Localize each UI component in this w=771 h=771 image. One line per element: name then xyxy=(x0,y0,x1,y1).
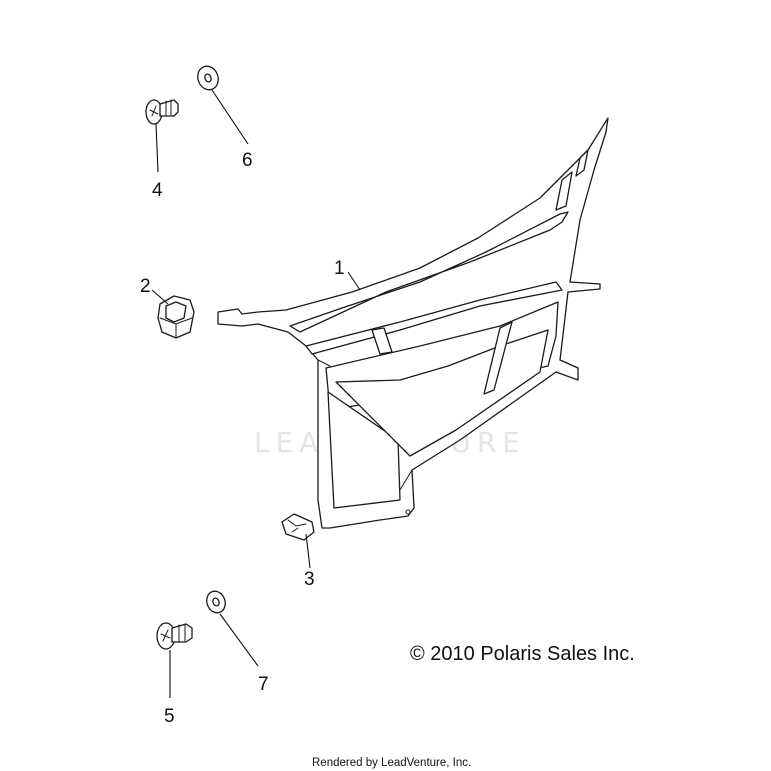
callout-3: 3 xyxy=(304,569,315,590)
rendered-by-credit: Rendered by LeadVenture, Inc. xyxy=(312,757,471,769)
screw-bottom[interactable] xyxy=(156,622,193,650)
callout-4: 4 xyxy=(152,180,163,201)
door-net-frame[interactable] xyxy=(217,117,609,529)
clip[interactable] xyxy=(157,295,195,339)
callout-1: 1 xyxy=(334,258,345,279)
screw-top[interactable] xyxy=(145,99,179,125)
washer-top[interactable] xyxy=(194,63,221,92)
callout-2: 2 xyxy=(140,276,151,297)
copyright-notice: © 2010 Polaris Sales Inc. xyxy=(410,643,635,665)
washer-bottom[interactable] xyxy=(204,589,228,616)
leader-lines xyxy=(151,89,361,698)
callout-7: 7 xyxy=(258,674,269,695)
callout-5: 5 xyxy=(164,706,175,727)
push-nut[interactable] xyxy=(281,513,315,541)
callout-6: 6 xyxy=(242,150,253,171)
